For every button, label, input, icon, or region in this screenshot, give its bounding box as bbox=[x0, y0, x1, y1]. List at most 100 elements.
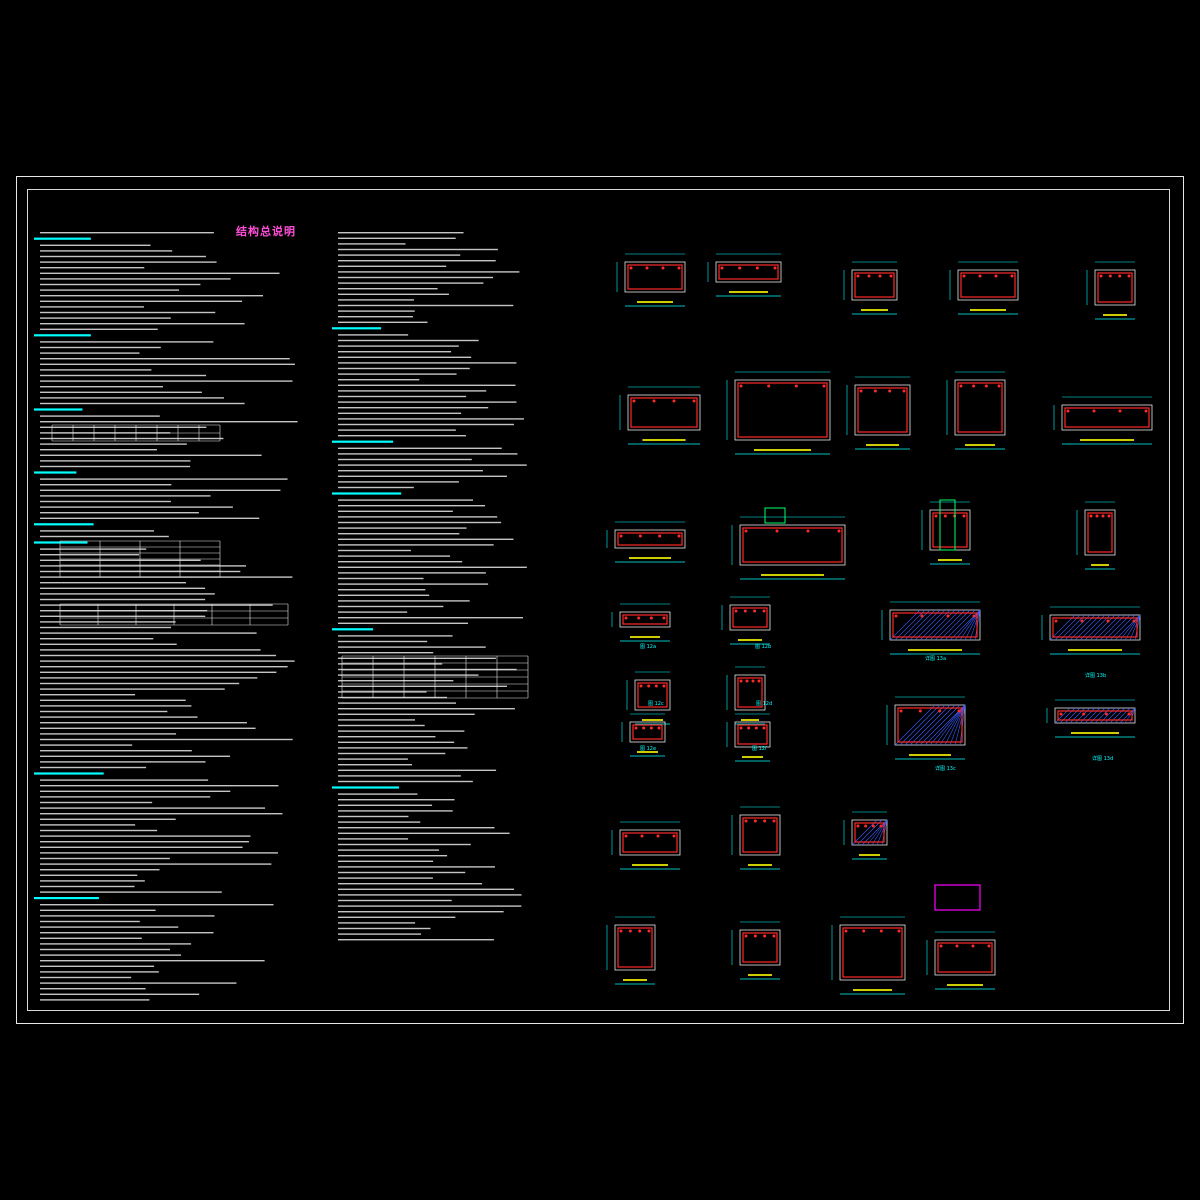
section-heading bbox=[34, 523, 94, 526]
rebar-stirrup bbox=[854, 822, 885, 843]
note-line bbox=[338, 412, 462, 414]
note-line bbox=[40, 915, 215, 917]
caption-text bbox=[908, 649, 962, 651]
detail-label: 详图 13c bbox=[935, 765, 956, 772]
note-line bbox=[40, 807, 266, 809]
hatch-line bbox=[1064, 614, 1091, 641]
detail-drawing bbox=[886, 696, 966, 760]
section-outline bbox=[1084, 509, 1116, 556]
detail-drawing bbox=[843, 811, 888, 860]
note-line bbox=[40, 909, 156, 911]
rebar-dot bbox=[739, 384, 743, 388]
hatch-line bbox=[1124, 707, 1136, 724]
rebar-stirrup bbox=[937, 942, 993, 973]
rebar-dot bbox=[1101, 514, 1105, 518]
note-line bbox=[338, 237, 456, 239]
rebar-dot bbox=[677, 534, 681, 538]
caption-text bbox=[642, 439, 686, 441]
rebar-dot bbox=[658, 534, 662, 538]
hatch-line bbox=[851, 819, 878, 846]
detail-drawing bbox=[726, 371, 831, 455]
detail-drawing bbox=[731, 806, 781, 870]
note-line bbox=[40, 465, 191, 468]
note-line bbox=[338, 605, 444, 608]
note-line bbox=[338, 793, 418, 795]
note-line bbox=[40, 733, 177, 735]
note-line bbox=[40, 988, 146, 990]
rebar-dot bbox=[1080, 619, 1084, 623]
caption-text bbox=[1103, 314, 1127, 316]
note-line bbox=[40, 391, 202, 393]
rebar-dot bbox=[871, 824, 875, 828]
rebar-dot bbox=[632, 399, 636, 403]
detail-label: 图 12a bbox=[640, 644, 656, 650]
rebar-dot bbox=[888, 389, 892, 393]
note-line bbox=[40, 638, 154, 640]
section-outline bbox=[854, 384, 911, 436]
section-heading bbox=[332, 327, 382, 330]
section-heading bbox=[34, 541, 88, 544]
note-line bbox=[40, 506, 233, 508]
hatch-line bbox=[1109, 614, 1136, 641]
rebar-dot bbox=[822, 384, 826, 388]
note-line bbox=[40, 341, 214, 343]
note-line bbox=[40, 852, 278, 854]
note-line bbox=[338, 663, 443, 665]
note-line bbox=[40, 857, 170, 860]
note-line bbox=[40, 761, 206, 763]
note-line bbox=[338, 384, 516, 386]
rebar-dot bbox=[1127, 274, 1131, 278]
section-heading bbox=[34, 772, 104, 775]
caption-text bbox=[748, 864, 772, 866]
note-line bbox=[40, 517, 260, 519]
section-outline bbox=[627, 394, 701, 431]
rebar-dot bbox=[878, 274, 882, 278]
note-line bbox=[40, 982, 237, 984]
caption-text bbox=[1080, 439, 1134, 441]
note-line bbox=[338, 505, 486, 507]
rebar-dot bbox=[738, 266, 742, 270]
note-line bbox=[338, 447, 502, 449]
caption-text bbox=[1068, 649, 1122, 651]
note-line bbox=[40, 582, 186, 584]
note-line bbox=[338, 668, 517, 671]
note-line bbox=[338, 933, 422, 935]
note-line bbox=[40, 779, 209, 781]
hatch-line bbox=[944, 609, 976, 641]
note-line bbox=[338, 922, 416, 924]
note-line bbox=[40, 352, 140, 354]
detail-drawing bbox=[843, 261, 898, 315]
caption-text bbox=[970, 309, 1006, 311]
note-line bbox=[40, 666, 288, 668]
note-line bbox=[338, 583, 489, 585]
note-line bbox=[40, 755, 230, 757]
hatch-line bbox=[894, 609, 926, 641]
rebar-dot bbox=[654, 684, 658, 688]
hatch-line bbox=[1129, 614, 1141, 641]
note-line bbox=[338, 685, 508, 687]
note-line bbox=[338, 429, 456, 431]
note-line bbox=[40, 421, 298, 423]
note-line bbox=[40, 489, 281, 491]
rebar-dot bbox=[628, 929, 632, 933]
note-line bbox=[40, 261, 217, 263]
note-line bbox=[40, 694, 136, 696]
note-line bbox=[40, 328, 158, 330]
section-heading bbox=[332, 786, 400, 789]
hatch-line bbox=[909, 704, 951, 746]
rebar-dot bbox=[1010, 274, 1014, 278]
note-line bbox=[338, 888, 515, 890]
rebar-stirrup bbox=[737, 724, 768, 745]
rebar-stirrup bbox=[718, 264, 779, 280]
rebar-stirrup bbox=[617, 532, 683, 546]
rebar-dot bbox=[754, 726, 758, 730]
note-line bbox=[40, 358, 290, 360]
rebar-stirrup bbox=[892, 612, 978, 638]
rebar-dot bbox=[859, 389, 863, 393]
detail-drawing bbox=[606, 916, 656, 985]
section-outline bbox=[739, 814, 781, 856]
note-line bbox=[40, 818, 176, 820]
section-outline bbox=[734, 379, 831, 441]
rebar-dot bbox=[747, 726, 751, 730]
note-line bbox=[40, 272, 280, 274]
